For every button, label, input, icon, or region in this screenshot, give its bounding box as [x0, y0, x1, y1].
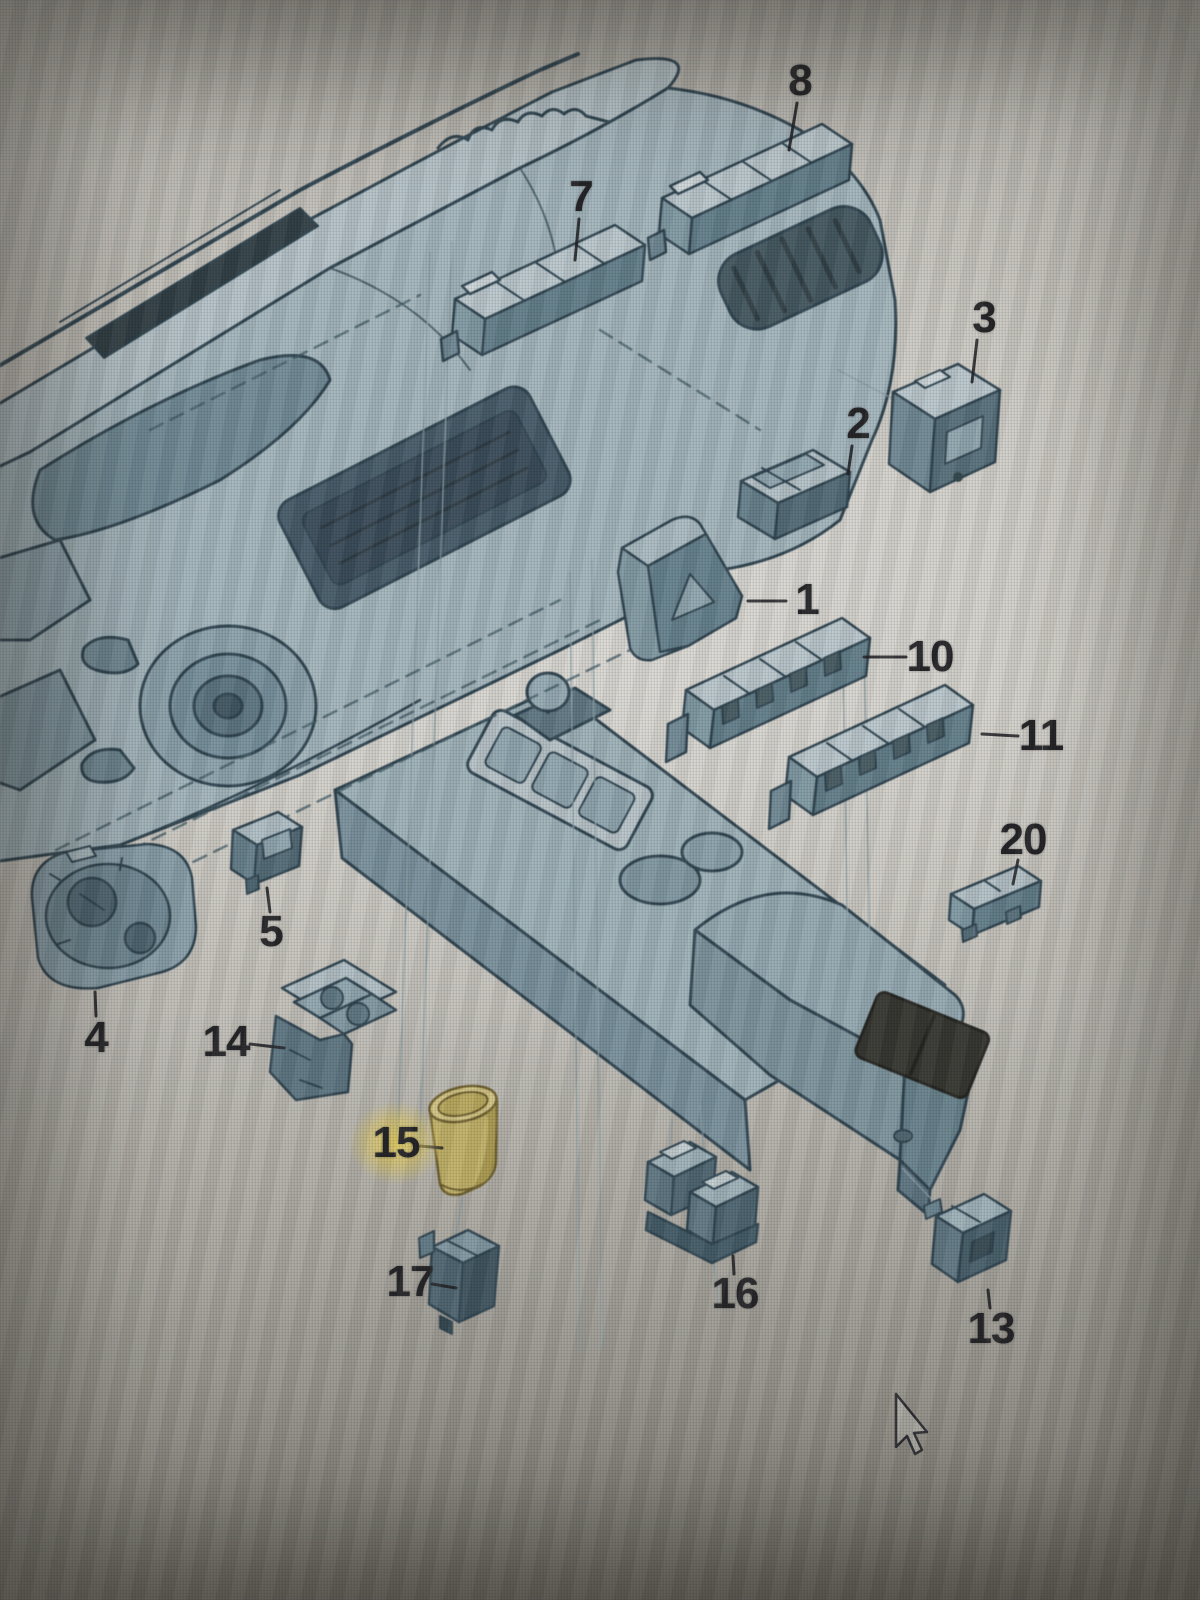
- part-graphic-10[interactable]: [664, 616, 872, 764]
- part-label-13[interactable]: 13: [967, 1304, 1016, 1353]
- part-label-3[interactable]: 3: [972, 293, 997, 342]
- part-label-17[interactable]: 17: [386, 1257, 435, 1306]
- center-console-graphic: [333, 671, 991, 1217]
- part-graphic-7[interactable]: [439, 223, 647, 363]
- part-graphic-17[interactable]: [418, 1228, 501, 1335]
- part-graphic-5[interactable]: [229, 810, 304, 895]
- part-graphic-15[interactable]: [426, 1080, 500, 1197]
- part-graphic-8[interactable]: [646, 122, 854, 262]
- part-label-7[interactable]: 7: [569, 172, 594, 221]
- part-label-8[interactable]: 8: [788, 56, 813, 105]
- part-label-10[interactable]: 10: [906, 632, 955, 681]
- construction-lines: [397, 241, 939, 1353]
- part-label-2[interactable]: 2: [846, 399, 871, 448]
- part-label-4[interactable]: 4: [84, 1013, 109, 1062]
- part-graphic-4[interactable]: [30, 842, 198, 990]
- part-label-5[interactable]: 5: [259, 907, 284, 956]
- part-label-15[interactable]: 15: [348, 1101, 444, 1185]
- part-graphic-1[interactable]: [616, 515, 744, 662]
- mouse-cursor: [894, 1392, 929, 1456]
- part-graphic-14[interactable]: [268, 958, 398, 1102]
- part-graphic-16[interactable]: [643, 1140, 760, 1265]
- part-graphic-13[interactable]: [923, 1192, 1013, 1284]
- part-label-11[interactable]: 11: [1018, 711, 1065, 760]
- part-label-1[interactable]: 1: [795, 575, 820, 624]
- part-label-20[interactable]: 20: [999, 815, 1048, 864]
- part-graphic-11[interactable]: [767, 683, 975, 831]
- part-label-16[interactable]: 16: [711, 1269, 760, 1318]
- part-graphic-2[interactable]: [736, 448, 852, 541]
- part-label-14[interactable]: 14: [202, 1017, 251, 1066]
- steering-column-graphic: [80, 624, 318, 788]
